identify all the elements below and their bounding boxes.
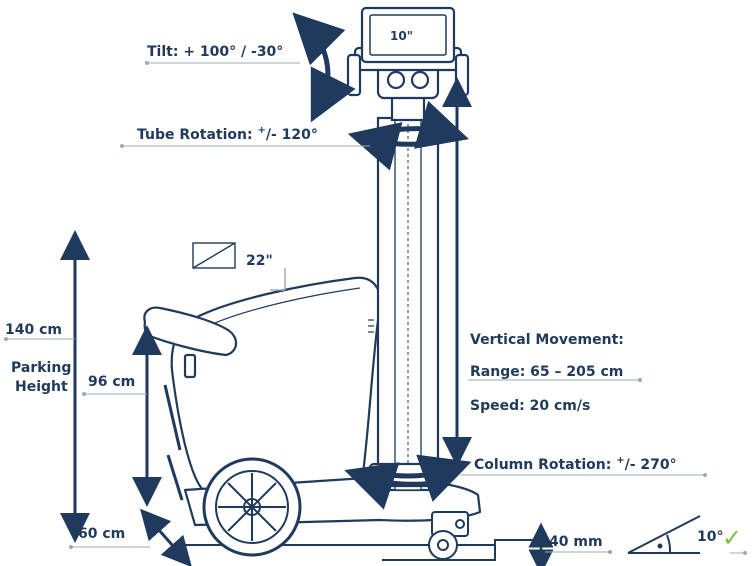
rear-wheel (202, 457, 302, 557)
depth-60-arrow (140, 508, 192, 566)
depth-60-label: 60 cm (78, 526, 125, 542)
dimension-arrows (60, 12, 554, 566)
step-40-label: 40 mm (549, 534, 603, 550)
height-140-label: 140 cm (5, 322, 62, 338)
monitor-head (346, 6, 470, 122)
front-caster (428, 511, 469, 560)
column-rotation-label: Column Rotation: +/- 270° (474, 455, 677, 473)
tube-rotation-label: Tube Rotation: +/- 120° (137, 125, 318, 143)
monitor-size-label: 10" (390, 29, 413, 43)
column-rotation-tail: /- 270° (625, 457, 677, 473)
height-96-label: 96 cm (88, 374, 135, 390)
vertical-movement-speed: Speed: 20 cm/s (470, 398, 590, 414)
slope-label: 10° (697, 529, 723, 545)
tilt-arrow (292, 12, 356, 123)
vertical-movement-range: Range: 65 – 205 cm (470, 364, 623, 380)
column (368, 116, 448, 492)
rotation-arrows (344, 100, 472, 510)
tube-rotation-main: Tube Rotation: (137, 127, 257, 143)
leader-lines (4, 61, 747, 555)
tube-rotation-sup: + (257, 125, 265, 136)
tilt-label: Tilt: + 100° / -30° (147, 44, 283, 60)
screen-size-label: 22" (246, 253, 273, 269)
column-rotation-main: Column Rotation: (474, 457, 616, 473)
vertical-movement-title: Vertical Movement: (470, 332, 624, 348)
tube-rotation-tail: /- 120° (266, 127, 318, 143)
screen-size-icon (192, 242, 286, 291)
check-icon: ✓ (722, 524, 742, 552)
slope-icon (627, 515, 701, 554)
column-rotation-sup: + (616, 455, 624, 466)
parking-label-line1: Parking (11, 360, 71, 376)
parking-label-line2: Height (15, 379, 68, 395)
